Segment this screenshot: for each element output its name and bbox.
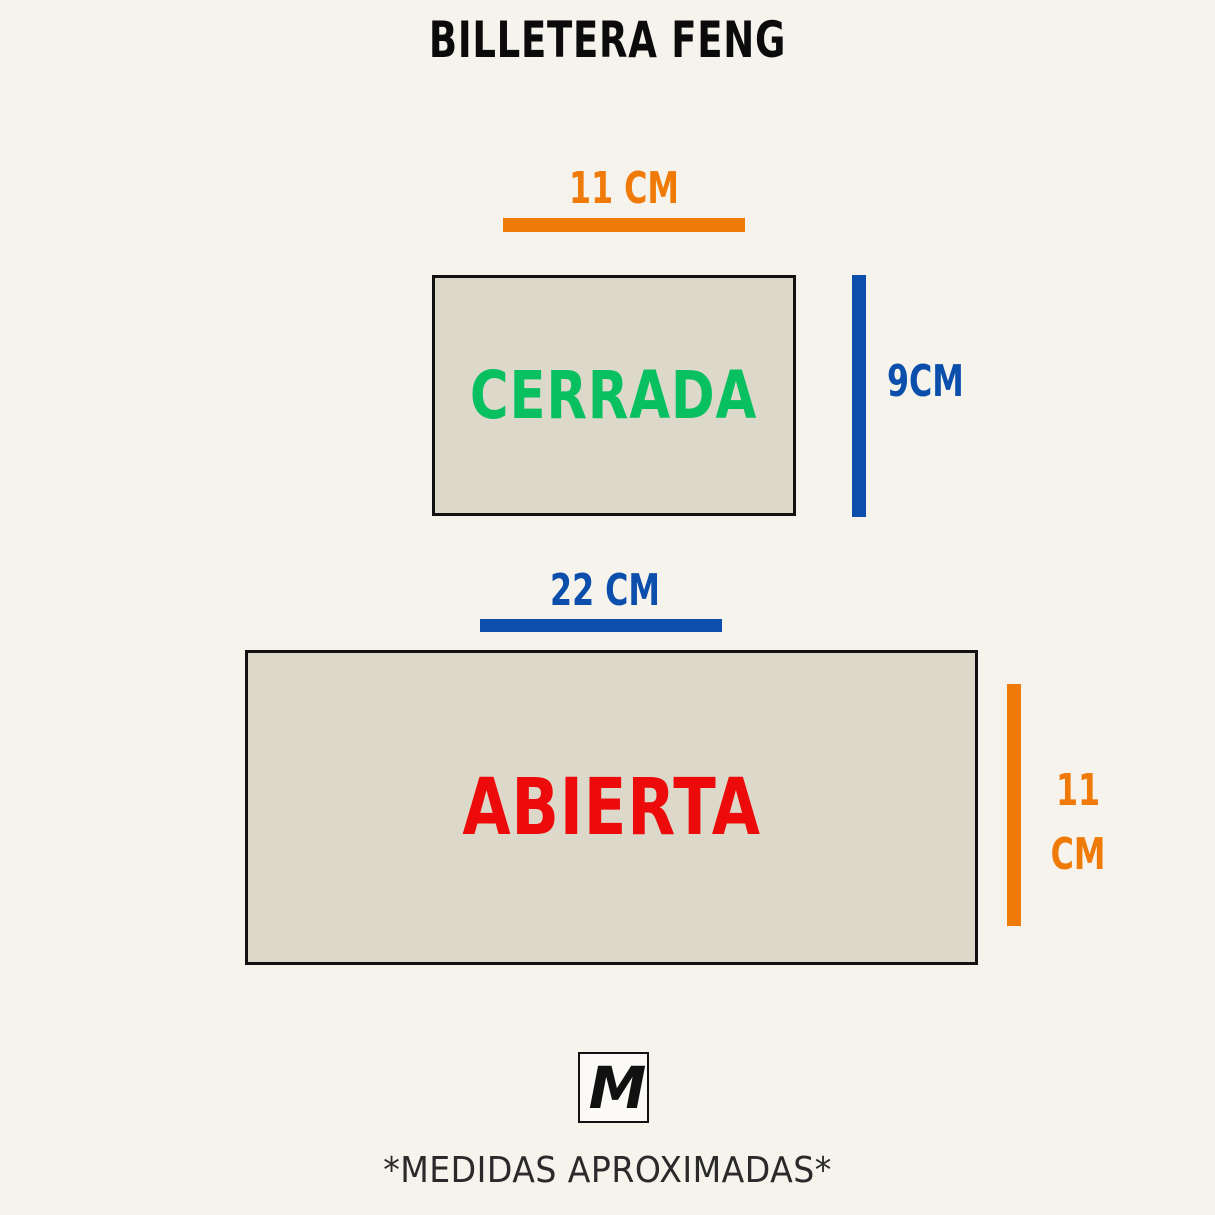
closed-width-label: 11 CM xyxy=(569,163,679,214)
closed-width-bar xyxy=(503,218,745,232)
open-height-label-number: 11 xyxy=(1055,765,1101,816)
closed-wallet-box: CERRADA xyxy=(432,275,796,516)
approximate-measures-note: *MEDIDAS APROXIMADAS* xyxy=(383,1150,832,1191)
open-wallet-box: ABIERTA xyxy=(245,650,978,965)
open-height-label-unit: CM xyxy=(1050,829,1106,880)
brand-logo-letter: M xyxy=(588,1053,647,1122)
open-width-bar xyxy=(480,619,722,632)
closed-height-label: 9CM xyxy=(887,356,964,407)
closed-height-bar xyxy=(852,275,866,517)
open-wallet-label: ABIERTA xyxy=(462,762,761,853)
open-height-bar xyxy=(1007,684,1021,926)
closed-wallet-label: CERRADA xyxy=(470,357,758,434)
brand-logo: M xyxy=(578,1052,649,1123)
page-title: BILLETERA FENG xyxy=(428,11,787,69)
open-width-label: 22 CM xyxy=(550,565,660,616)
